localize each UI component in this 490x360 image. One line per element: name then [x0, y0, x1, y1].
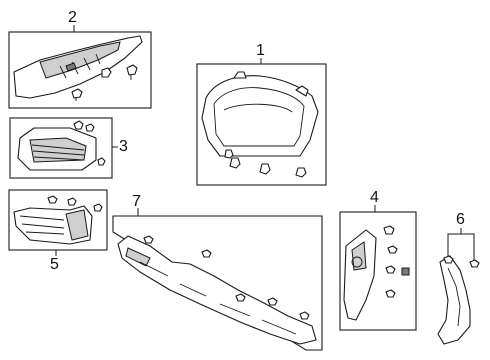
part-7-frame [112, 215, 323, 351]
callout-5: 5 [50, 256, 59, 273]
clip-6b [469, 259, 480, 268]
part-3-frame [9, 117, 113, 179]
part-2-frame [8, 31, 152, 109]
clip-5c [93, 203, 103, 212]
clip-1b [259, 163, 271, 175]
part-5-frame [8, 189, 108, 251]
clip-2b [101, 67, 112, 78]
clip-1a [229, 157, 241, 169]
pillar-garnish-6 [437, 255, 471, 345]
clip-7a [143, 235, 154, 244]
clip-4a [383, 225, 395, 235]
clip-4c [385, 265, 396, 274]
callout-7: 7 [132, 193, 141, 210]
clip-2a [126, 64, 138, 80]
part-4-frame [339, 211, 417, 331]
clip-3b [85, 123, 95, 132]
clip-3c [97, 157, 106, 166]
clip-1c [295, 167, 307, 178]
clip-7e [299, 311, 310, 320]
clip-7b [201, 249, 212, 258]
part-group-4 [339, 205, 417, 331]
part-group-3 [9, 117, 118, 179]
clip-2c [71, 88, 83, 101]
part-group-2 [8, 25, 152, 109]
callout-6: 6 [456, 211, 465, 228]
clip-5a [47, 195, 58, 204]
clip-7d [267, 297, 278, 306]
cluster-bezel-1 [201, 75, 319, 157]
callout-1: 1 [256, 42, 265, 59]
clip-4b [387, 245, 398, 254]
dash-panel-7 [117, 235, 317, 345]
part-group-7 [112, 208, 323, 351]
clip-7c [235, 293, 246, 302]
clip-4e [385, 289, 396, 298]
clip-3a [73, 120, 84, 130]
clip-5b [67, 197, 77, 206]
part-group-5 [8, 189, 108, 256]
clip-4d [401, 267, 410, 276]
clip-1d [224, 149, 234, 159]
callout-2: 2 [68, 9, 77, 26]
side-panel-4 [343, 229, 377, 321]
clip-6a [443, 255, 454, 264]
part-group-6 [437, 228, 480, 345]
part-group-1 [196, 58, 327, 186]
callout-4: 4 [370, 189, 379, 206]
callout-3: 3 [119, 138, 128, 155]
